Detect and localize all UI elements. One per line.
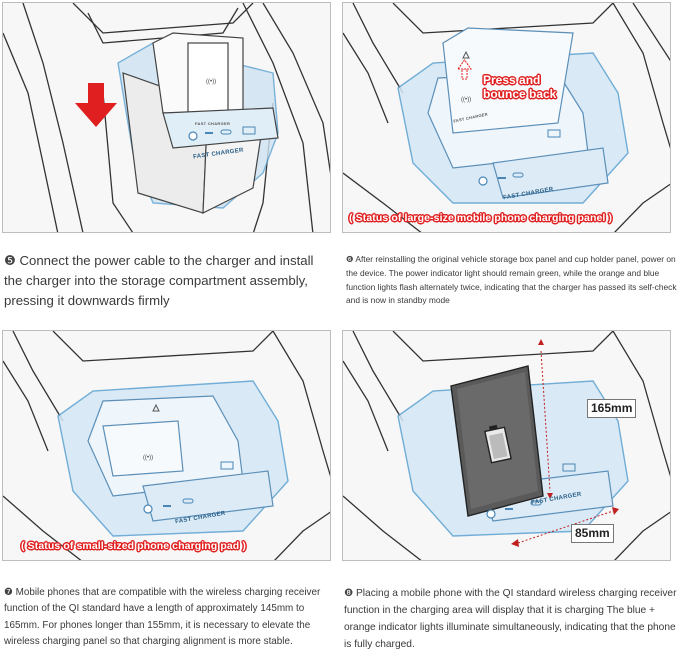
step-8-caption: ❽ Placing a mobile phone with the QI sta…	[344, 585, 679, 653]
press-line-2: bounce back	[483, 87, 557, 101]
step-number: ❽	[344, 588, 354, 599]
width-dimension-label: 85mm	[571, 524, 614, 543]
step-8-illustration: FAST CHARGER 165mm 85mm	[342, 330, 671, 561]
caption-text: Placing a mobile phone with the QI stand…	[344, 588, 677, 650]
caption-text: Connect the power cable to the charger a…	[4, 253, 314, 308]
svg-text:((•)): ((•))	[206, 79, 216, 85]
caption-text: After reinstalling the original vehicle …	[346, 254, 677, 306]
up-arrow-icon	[457, 59, 472, 80]
step-number: ❼	[4, 587, 13, 598]
status-label: ( Status of small-sized phone charging p…	[21, 540, 246, 552]
status-label: ( Status of large-size mobile phone char…	[349, 212, 613, 224]
caption-text: Mobile phones that are compatible with t…	[4, 587, 321, 648]
battery-icon	[484, 424, 512, 464]
down-arrow-icon	[75, 83, 117, 127]
step-7-caption: ❼ Mobile phones that are compatible with…	[4, 585, 342, 651]
step-number: ❺	[4, 253, 16, 268]
console-charger-drawing	[343, 331, 670, 560]
console-charger-drawing: ((•))	[3, 331, 330, 560]
svg-text:((•)): ((•))	[143, 455, 153, 461]
press-bounce-label: Press and bounce back	[483, 73, 556, 101]
console-charger-drawing: ((•))	[3, 3, 330, 232]
svg-text:((•)): ((•))	[461, 97, 471, 103]
step-5-caption: ❺ Connect the power cable to the charger…	[4, 251, 334, 311]
press-line-1: Press and	[483, 73, 541, 87]
step-number: ❻	[346, 254, 354, 264]
step-5-illustration: ((•)) FAST CHARGER FAST CHARGER	[2, 2, 331, 233]
step-6-caption: ❻ After reinstalling the original vehicl…	[346, 253, 678, 308]
step-6-illustration: ((•)) Press and bounce back FAST CHARGER…	[342, 2, 671, 233]
step-7-illustration: ((•)) FAST CHARGER ( Status of small-siz…	[2, 330, 331, 561]
height-dimension-label: 165mm	[587, 399, 637, 418]
console-charger-drawing: ((•))	[343, 3, 670, 232]
charger-small-label: FAST CHARGER	[195, 121, 231, 126]
